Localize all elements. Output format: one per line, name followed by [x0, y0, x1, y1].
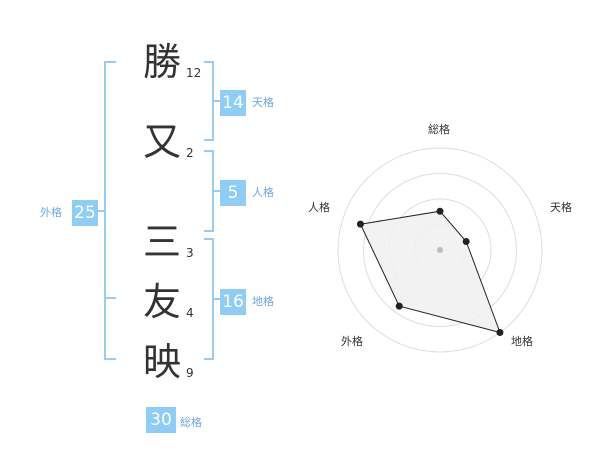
name-char-5: 映 — [142, 340, 181, 384]
chikaku-label: 地格 — [252, 295, 274, 308]
tenkaku-value-badge: 14 — [220, 90, 246, 116]
radar-label-jinkaku: 人格 — [308, 201, 330, 214]
gaikaku-bracket — [104, 61, 116, 360]
name-char-3: 三 — [142, 220, 181, 264]
stroke-count-4: 4 — [186, 306, 194, 320]
tenkaku-bracket — [204, 61, 214, 141]
jinkaku-bracket-tick — [214, 190, 220, 192]
stroke-count-1: 12 — [186, 66, 202, 80]
radar-point-4 — [395, 302, 403, 310]
stroke-count-2: 2 — [186, 146, 194, 160]
name-char-2: 又 — [142, 120, 181, 164]
radar-point-1 — [436, 207, 444, 215]
jinkaku-value-badge: 5 — [220, 180, 246, 206]
radar-center-dot — [437, 247, 443, 253]
name-char-4: 友 — [142, 280, 181, 324]
tenkaku-bracket-tick — [214, 100, 220, 102]
radar-label-tenkaku: 天格 — [550, 201, 572, 214]
name-char-1: 勝 — [142, 40, 181, 84]
radar-data-polygon — [359, 210, 501, 334]
gaikaku-bracket-tick — [98, 210, 104, 212]
radar-label-sokaku: 総格 — [428, 123, 450, 136]
gaikaku-bracket-inner-tick — [104, 297, 116, 299]
gaikaku-value-badge: 25 — [72, 200, 98, 226]
sokaku-value-badge: 30 — [146, 407, 176, 433]
chikaku-bracket-tick — [214, 298, 220, 300]
jinkaku-label: 人格 — [252, 186, 274, 199]
stroke-count-5: 9 — [186, 366, 194, 380]
sokaku-label: 総格 — [180, 416, 202, 429]
radar-points — [356, 207, 504, 337]
radar-ring-3 — [363, 173, 517, 327]
tenkaku-label: 天格 — [252, 96, 274, 109]
radar-label-gaikaku: 外格 — [341, 335, 363, 348]
gaikaku-label: 外格 — [40, 206, 62, 219]
chikaku-value-badge: 16 — [220, 289, 246, 315]
stroke-count-3: 3 — [186, 246, 194, 260]
radar-label-chikaku: 地格 — [511, 335, 533, 348]
jinkaku-bracket — [204, 150, 214, 232]
radar-point-3 — [496, 329, 504, 337]
chikaku-bracket — [204, 238, 214, 360]
radar-point-2 — [462, 237, 470, 245]
radar-point-5 — [356, 220, 364, 228]
radar-ring-4 — [337, 147, 543, 353]
